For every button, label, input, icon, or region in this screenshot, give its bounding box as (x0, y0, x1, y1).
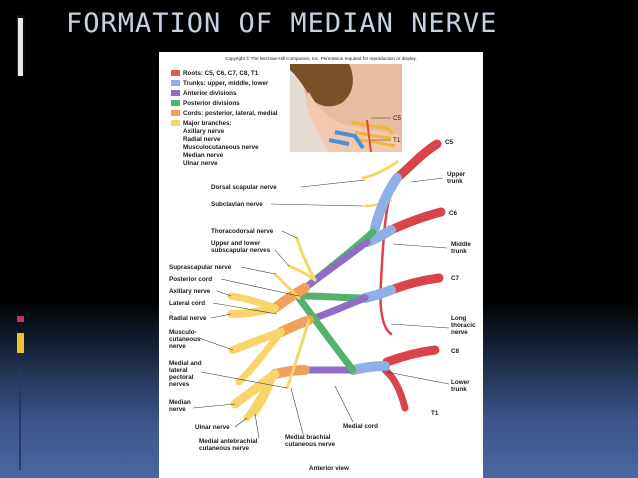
label-pectoral-4: nerves (169, 381, 190, 388)
label-middle-trunk-2: trunk (451, 248, 467, 255)
label-t1: T1 (431, 410, 439, 417)
label-thoracodorsal: Thoracodorsal nerve (211, 228, 274, 235)
legend-cords: Cords: posterior, lateral, medial (183, 110, 278, 117)
legend-roots: Roots: C5, C6, C7, C8, T1 (183, 70, 259, 77)
label-c5: C5 (445, 139, 454, 146)
legend-swatch-posterior (171, 100, 180, 106)
brachial-plexus-figure: Copyright © The McGraw-Hill Companies, I… (159, 52, 483, 478)
label-subscapular-2: subscapular nerves (211, 247, 271, 254)
label-musculocutaneous-2: cutaneous (169, 336, 201, 343)
slide-title: FORMATION OF MEDIAN NERVE (66, 8, 498, 39)
copyright-text: Copyright © The McGraw-Hill Companies, I… (225, 55, 417, 61)
inset-label-t1: T1 (393, 137, 401, 144)
label-subscapular-1: Upper and lower (211, 240, 261, 247)
label-long-thoracic-3: nerve (451, 329, 468, 336)
deco-bar-pink (17, 316, 24, 322)
label-c6: C6 (449, 210, 458, 217)
legend-branches: Major branches: (183, 120, 232, 127)
legend-swatch-anterior (171, 90, 180, 96)
label-pectoral-2: lateral (169, 367, 188, 374)
legend-branch-radial: Radial nerve (183, 136, 221, 143)
label-posterior-cord: Posterior cord (169, 276, 212, 283)
legend-branch-median: Median nerve (183, 152, 224, 159)
label-lower-trunk-2: trunk (451, 386, 467, 393)
label-median-2: nerve (169, 406, 186, 413)
label-musculocutaneous-3: nerve (169, 343, 186, 350)
label-axillary: Axillary nerve (169, 288, 211, 295)
label-medial-antebrachial-2: cutaneous nerve (199, 445, 250, 452)
legend-branch-musculocutaneous: Musculocutaneous nerve (183, 144, 259, 151)
label-long-thoracic-1: Long (451, 315, 467, 322)
label-middle-trunk-1: Middle (451, 241, 471, 248)
figure-caption: Anterior view (309, 465, 349, 472)
legend-anterior: Anterior divisions (183, 90, 237, 97)
brachial-plexus-diagram: Copyright © The McGraw-Hill Companies, I… (169, 55, 476, 472)
right-labels: C5 Upper trunk C6 Middle trunk C7 Long t… (386, 139, 476, 417)
label-medial-antebrachial-1: Medial antebrachial (199, 438, 258, 445)
legend-swatch-cords (171, 110, 180, 116)
deco-bar-thin (19, 370, 21, 470)
deco-bar-yellow (17, 333, 24, 353)
label-ulnar: Ulnar nerve (195, 424, 230, 431)
label-subclavian: Subclavian nerve (211, 201, 263, 208)
legend-trunks: Trunks: upper, middle, lower (183, 80, 269, 87)
legend-branch-ulnar: Ulnar nerve (183, 160, 218, 167)
legend: Roots: C5, C6, C7, C8, T1 Trunks: upper,… (171, 70, 278, 167)
legend-swatch-branches (171, 120, 180, 126)
brachial-plexus-nerves (227, 139, 446, 422)
label-lower-trunk-1: Lower (451, 379, 470, 386)
label-pectoral-1: Medial and (169, 360, 202, 367)
deco-bar-white (18, 18, 23, 76)
label-dorsal-scapular: Dorsal scapular nerve (211, 184, 277, 191)
label-medial-brachial-2: cutaneous nerve (285, 441, 336, 448)
label-c7: C7 (451, 275, 460, 282)
label-lateral-cord: Lateral cord (169, 300, 205, 307)
left-labels: Dorsal scapular nerve Subclavian nerve T… (169, 179, 378, 452)
label-musculocutaneous-1: Musculo- (169, 329, 197, 336)
label-c8: C8 (451, 348, 460, 355)
label-upper-trunk-1: Upper (447, 171, 466, 178)
label-upper-trunk-2: trunk (447, 178, 463, 185)
label-long-thoracic-2: thoracic (451, 322, 476, 329)
label-pectoral-3: pectoral (169, 374, 194, 381)
legend-branch-axillary: Axillary nerve (183, 128, 225, 135)
legend-posterior: Posterior divisions (183, 100, 240, 107)
legend-swatch-trunks (171, 80, 180, 86)
label-suprascapular: Suprascapular nerve (169, 264, 232, 271)
neck-inset-illustration: C5 T1 (290, 64, 402, 153)
label-radial: Radial nerve (169, 315, 207, 322)
legend-swatch-roots (171, 70, 180, 76)
label-medial-brachial-1: Medial brachial (285, 434, 331, 441)
inset-label-c5: C5 (393, 115, 402, 122)
label-median-1: Median (169, 399, 191, 406)
label-medial-cord: Medial cord (343, 423, 378, 430)
